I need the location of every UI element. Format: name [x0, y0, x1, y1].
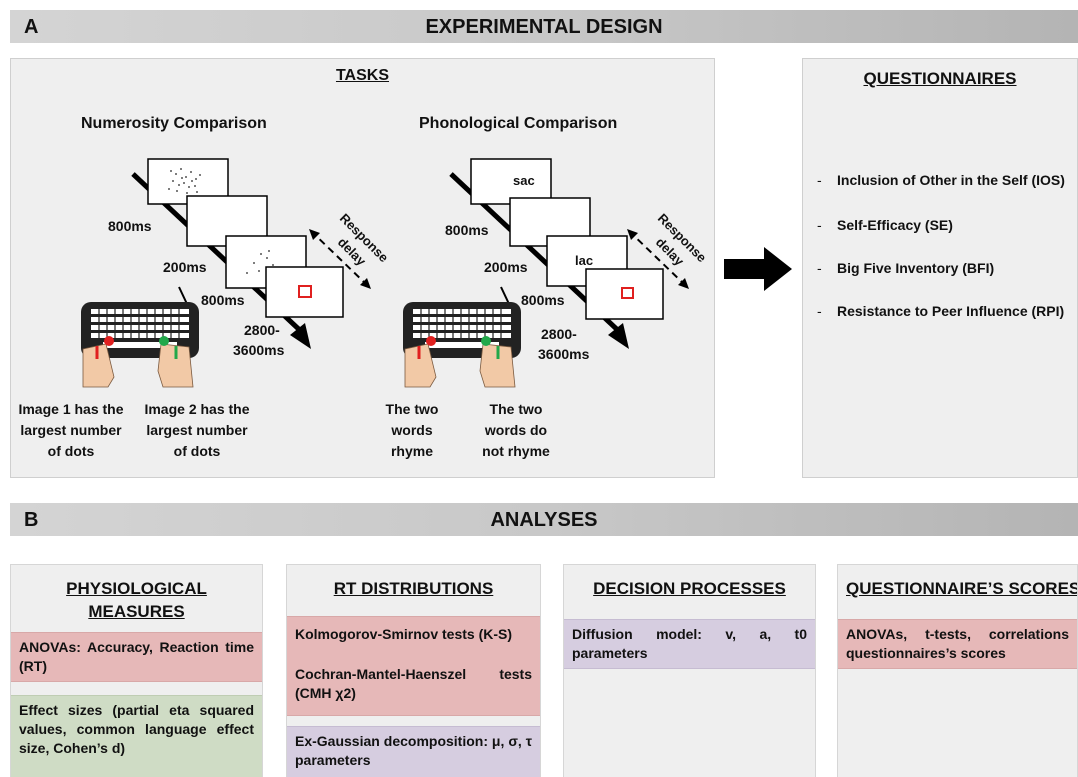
- decision-processes-title: DECISION PROCESSES: [593, 579, 786, 598]
- phonological-time-3: 800ms: [521, 292, 565, 308]
- questionnaires-panel: QUESTIONNAIRES -Inclusion of Other in th…: [802, 58, 1078, 478]
- questionnaire-scores-title: QUESTIONNAIRE’S SCORES: [846, 579, 1078, 598]
- section-a-letter: A: [24, 16, 39, 38]
- numerosity-dots-1: [168, 168, 201, 194]
- section-b-header: B ANALYSES: [10, 503, 1078, 536]
- questionnaire-item: -Self-Efficacy (SE): [817, 217, 953, 233]
- phonological-title: Phonological Comparison: [419, 115, 618, 132]
- numerosity-time-3: 800ms: [201, 292, 245, 308]
- rt-distributions-title: RT DISTRIBUTIONS: [333, 579, 494, 598]
- questionnaires-title: QUESTIONNAIRES: [863, 69, 1017, 88]
- numerosity-hands: [82, 336, 194, 388]
- tasks-panel: TASKS Numerosity Comparison Phonological…: [10, 58, 715, 478]
- numerosity-delay-arrow: [310, 230, 368, 286]
- phonological-word-1: sac: [513, 173, 535, 188]
- section-b-letter: B: [24, 509, 39, 531]
- phonological-stim1: [470, 158, 552, 205]
- questionnaire-item: -Inclusion of Other in the Self (IOS): [817, 172, 1065, 188]
- tasks-title: TASKS: [335, 67, 390, 84]
- phonological-time-5: 3600ms: [538, 346, 590, 362]
- rt-exgaussian-box: Ex-Gaussian decomposition: μ, σ, τ param…: [287, 726, 540, 777]
- phonological-stim4: [585, 268, 664, 320]
- decision-diffusion-box: Diffusion model: v, a, t0 parameters: [564, 619, 815, 669]
- phonological-word-2: lac: [575, 253, 593, 268]
- rt-tests-box: Kolmogorov-Smirnov tests (K-S) Cochran-M…: [287, 616, 540, 716]
- physiological-title-2: MEASURES: [88, 602, 185, 621]
- physiological-effect-sizes-box: Effect sizes (partial eta squared values…: [11, 695, 262, 777]
- tasks-diagram: 800ms 200ms 800ms 2800- 3600ms 800ms 200…: [81, 158, 709, 388]
- physiological-anova-box: ANOVAs: Accuracy, Reaction time (RT): [11, 632, 262, 682]
- phonological-hands: [404, 336, 516, 388]
- physiological-card: PHYSIOLOGICAL MEASURES ANOVAs: Accuracy,…: [10, 564, 263, 777]
- physiological-title-1: PHYSIOLOGICAL: [66, 579, 207, 598]
- decision-processes-card: DECISION PROCESSES Diffusion model: v, a…: [563, 564, 816, 777]
- numerosity-time-1: 800ms: [108, 218, 152, 234]
- section-a-title: EXPERIMENTAL DESIGN: [425, 16, 663, 38]
- phonological-delay-arrow: [628, 230, 686, 286]
- section-a-header: A EXPERIMENTAL DESIGN: [10, 10, 1078, 43]
- phonological-time-4: 2800-: [541, 326, 577, 342]
- rt-distributions-card: RT DISTRIBUTIONS Kolmogorov-Smirnov test…: [286, 564, 541, 777]
- phonological-time-1: 800ms: [445, 222, 489, 238]
- section-b-title: ANALYSES: [490, 509, 598, 531]
- numerosity-title: Numerosity Comparison: [81, 115, 267, 132]
- numerosity-time-5: 3600ms: [233, 342, 285, 358]
- questionnaire-scores-card: QUESTIONNAIRE’S SCORES ANOVAs, t-tests, …: [837, 564, 1078, 777]
- numerosity-time-4: 2800-: [244, 322, 280, 338]
- numerosity-time-2: 200ms: [163, 259, 207, 275]
- flow-arrow-icon: [724, 247, 792, 291]
- phonological-fixation-square: [621, 287, 634, 299]
- questionnaire-scores-box: ANOVAs, t-tests, correlations questionna…: [838, 619, 1077, 669]
- questionnaire-item: -Resistance to Peer Influence (RPI): [817, 303, 1065, 319]
- numerosity-dots-2: [246, 250, 274, 274]
- numerosity-fixation-square: [298, 285, 312, 298]
- questionnaire-item: -Big Five Inventory (BFI): [817, 260, 995, 276]
- numerosity-stim4: [265, 266, 344, 318]
- phonological-time-2: 200ms: [484, 259, 528, 275]
